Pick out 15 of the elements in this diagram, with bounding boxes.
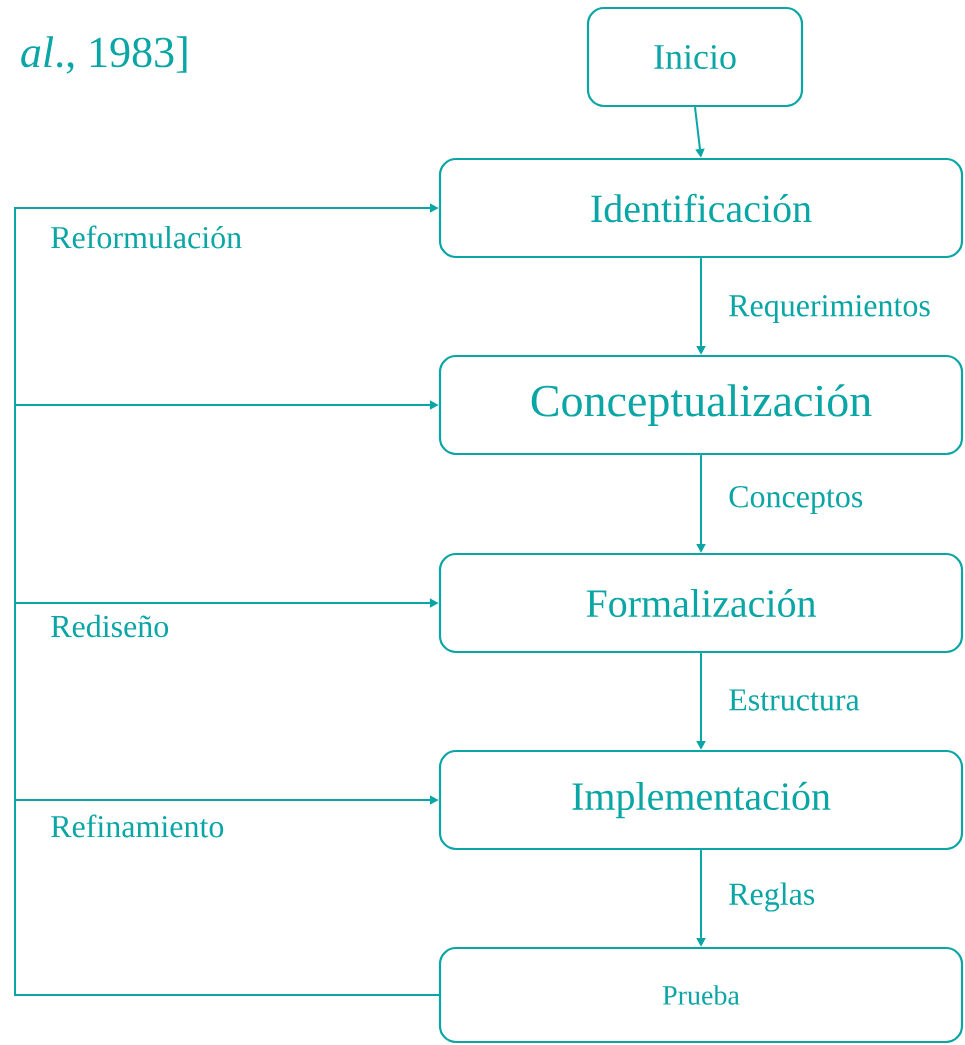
edge-label: Conceptos	[729, 486, 863, 514]
process-box: Prueba	[438, 946, 964, 1044]
process-box: Formalización	[438, 552, 964, 654]
edge-label: Reformulación	[51, 225, 242, 249]
process-box: Identificación	[438, 157, 964, 259]
start-box: Inicio	[586, 6, 804, 108]
edge-label: Reglas	[729, 882, 815, 912]
edge-label: Requerimientos	[729, 295, 930, 323]
feedback-arrow	[14, 795, 440, 996]
process-box: Conceptualización	[438, 354, 964, 456]
edge-label: Estructura	[729, 689, 860, 711]
process-box: Implementación	[438, 749, 964, 851]
edge-label: Rediseño	[51, 614, 169, 638]
citation-text: al., 1983]	[21, 36, 187, 74]
edge-label: Refinamiento	[51, 814, 224, 838]
